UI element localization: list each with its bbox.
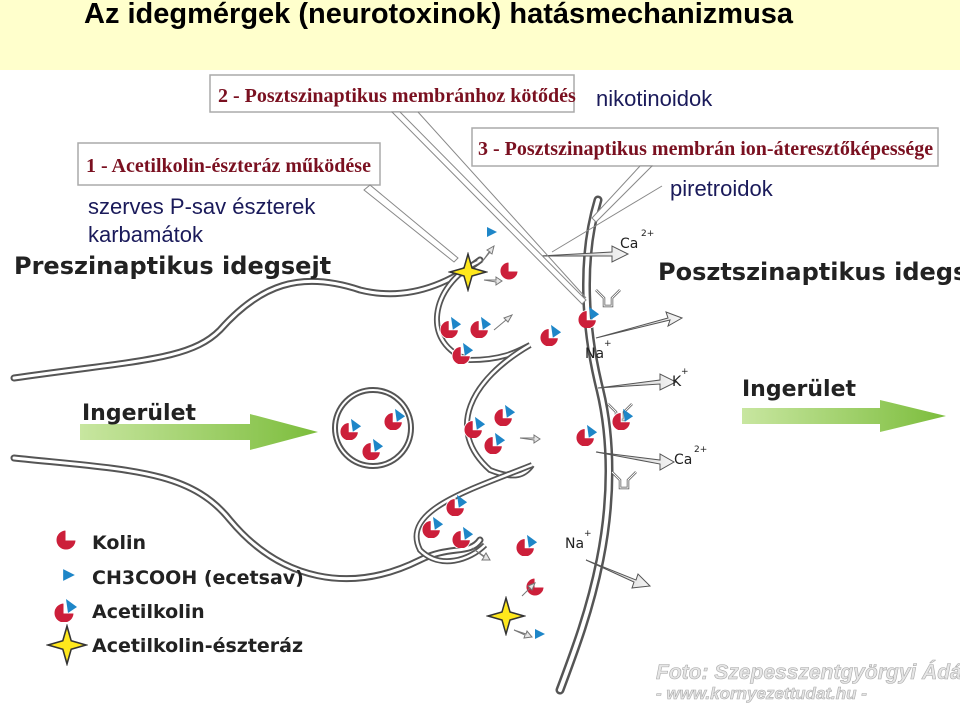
postsynaptic-membrane xyxy=(555,195,614,695)
ion-k: K xyxy=(672,374,682,390)
legend-acid-label: CH3COOH (ecetsav) xyxy=(92,567,304,589)
callout-2-text: 2 - Posztszinaptikus membránhoz kötődés xyxy=(218,85,576,107)
legend-acid-icon xyxy=(63,569,75,581)
callout-3-text: 3 - Posztszinaptikus membrán ion-áteresz… xyxy=(478,138,933,160)
title-bar: Az idegmérgek (neurotoxinok) hatásmechan… xyxy=(0,0,960,70)
vesicle-pockets xyxy=(413,259,535,565)
legend: Kolin CH3COOH (ecetsav) Acetilkolin Acet… xyxy=(47,530,304,665)
watermark: Foto: Szepesszentgyörgyi Ádám - www.korn… xyxy=(656,661,960,704)
ion-na-2-charge: + xyxy=(584,529,592,539)
legend-choline-label: Kolin xyxy=(92,532,146,554)
impulse-label-left: Ingerület xyxy=(82,401,196,426)
legend-esterase-label: Acetilkolin-észteráz xyxy=(92,635,303,657)
ion-ca-top-charge: 2+ xyxy=(641,229,654,239)
legend-acetylcholine-label: Acetilkolin xyxy=(92,601,205,623)
callout-1-text: 1 - Acetilkolin-észteráz működése xyxy=(86,155,371,177)
ion-na-1-charge: + xyxy=(604,339,612,349)
callout-box-3: 3 - Posztszinaptikus membrán ion-áteresz… xyxy=(471,127,939,167)
toxin-pyrethroids: piretroidok xyxy=(670,176,774,201)
ion-k-charge: + xyxy=(681,367,689,377)
postsynaptic-label: Posztszinaptikus idegsejt xyxy=(658,258,960,286)
toxin-organophosphates: szerves P-sav észterek xyxy=(88,194,316,219)
legend-choline-icon xyxy=(56,530,76,550)
ion-ca-mid: Ca xyxy=(674,452,692,468)
impulse-arrow-left xyxy=(80,414,318,450)
receptor-3 xyxy=(610,470,638,490)
toxin-carbamates: karbamátok xyxy=(88,222,204,247)
ion-na-1: Na xyxy=(585,346,604,362)
ion-labels: Ca 2+ Na + K + Ca 2+ Na + xyxy=(565,229,707,552)
receptor-1 xyxy=(594,288,622,308)
callout-box-1: 1 - Acetilkolin-észteráz működése xyxy=(77,142,381,186)
movement-arrows xyxy=(471,244,541,639)
presynaptic-neuron xyxy=(10,256,484,583)
callout-pointers xyxy=(363,111,663,305)
ion-channel-arrows xyxy=(539,245,684,589)
watermark-line-1: Foto: Szepesszentgyörgyi Ádám xyxy=(656,661,960,684)
ion-na-2: Na xyxy=(565,536,584,552)
callout-box-2: 2 - Posztszinaptikus membránhoz kötődés xyxy=(209,74,576,113)
toxin-neonicotinoids: nikotinoidok xyxy=(596,86,713,111)
legend-esterase-icon xyxy=(47,625,87,665)
impulse-arrow-right xyxy=(742,400,946,432)
impulse-label-right: Ingerület xyxy=(742,377,856,402)
ion-ca-top: Ca xyxy=(620,236,638,252)
watermark-line-2: - www.kornyezettudat.hu - xyxy=(656,684,867,703)
legend-acetylcholine-icon xyxy=(54,598,78,622)
presynaptic-label: Preszinaptikus idegsejt xyxy=(14,252,331,280)
diagram-canvas: Ca 2+ Na + K + Ca 2+ Na + xyxy=(10,74,960,704)
page-title: Az idegmérgek (neurotoxinok) hatásmechan… xyxy=(84,0,794,30)
ion-ca-mid-charge: 2+ xyxy=(694,445,707,455)
